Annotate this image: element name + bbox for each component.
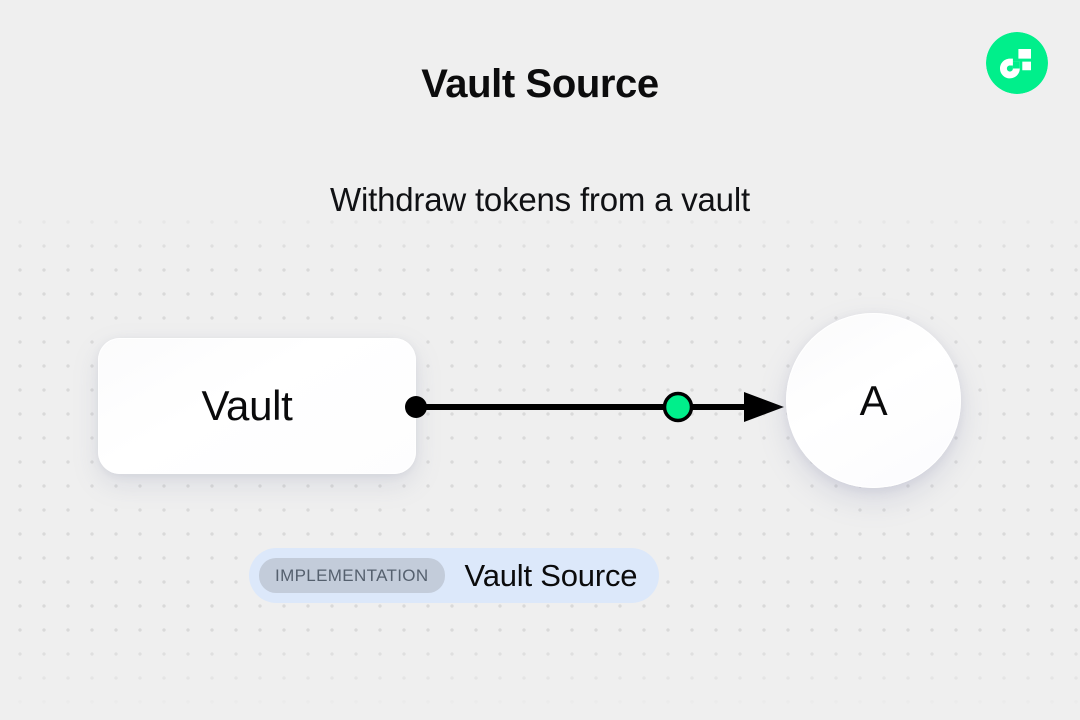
page-title: Vault Source [421,62,659,106]
source-port-dot[interactable] [405,396,427,418]
implementation-name: Vault Source [464,557,638,593]
implementation-badge[interactable]: IMPLEMENTATION Vault Source [249,548,660,603]
page-subtitle: Withdraw tokens from a vault [330,181,750,218]
implementation-tag: IMPLEMENTATION [259,558,445,593]
edge-arrowhead-icon [744,392,784,422]
node-vault[interactable]: Vault [98,338,416,474]
node-a-label: A [859,376,888,424]
flow-logo-icon [986,32,1048,94]
node-vault-label: Vault [201,382,293,429]
node-a[interactable]: A [786,313,961,488]
edge-marker-dot[interactable] [662,391,694,423]
